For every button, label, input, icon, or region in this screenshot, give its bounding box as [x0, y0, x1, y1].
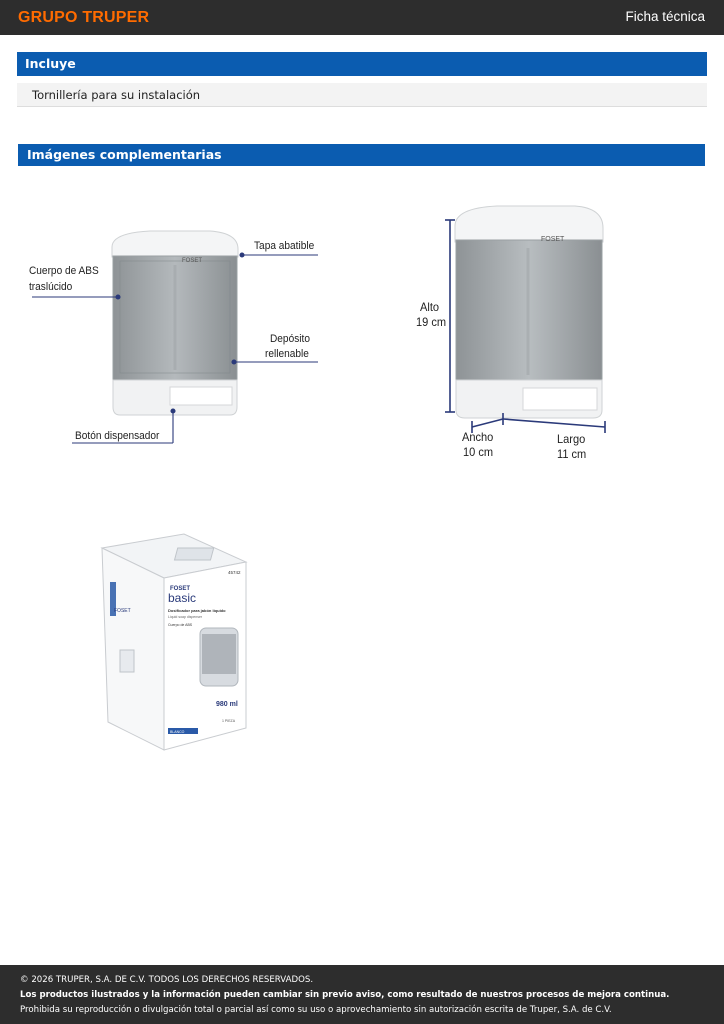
package-brand: FOSET [170, 586, 190, 592]
section-header-includes: Incluye [17, 52, 707, 76]
section-header-images: Imágenes complementarias [18, 144, 705, 166]
annotation-tapa-abatible: Tapa abatible [254, 240, 315, 252]
annotated-dispenser-image: FOSET [32, 230, 318, 444]
dimension-largo-label: Largo [557, 432, 586, 446]
package-color: BLANCO [170, 730, 185, 734]
dimension-ancho-label: Ancho [462, 430, 494, 444]
package-subtitle: Liquid soap dispenser [168, 615, 203, 619]
annotation-deposito: Depósito [270, 333, 310, 345]
dimension-largo-value: 11 cm [557, 447, 587, 461]
footer-prohibition: Prohibida su reproducción o divulgación … [20, 1005, 612, 1015]
annotation-rellenable: rellenable [265, 348, 309, 360]
product-brand-label: FOSET [182, 258, 202, 264]
annotation-boton-dispensador: Botón dispensador [75, 430, 160, 442]
footer-notice: Los productos ilustrados y la informació… [20, 990, 670, 1000]
dimension-alto-label: Alto [420, 300, 440, 314]
package-box-image: FOSET FOSET basic 45742 Dosificador para… [100, 533, 248, 751]
footer-copyright: © 2026 TRUPER, S.A. DE C.V. TODOS LOS DE… [20, 975, 314, 985]
annotation-cuerpo-abs: Cuerpo de ABS [29, 265, 99, 277]
document-type: Ficha técnica [625, 9, 705, 24]
footer: © 2026 TRUPER, S.A. DE C.V. TODOS LOS DE… [0, 965, 724, 1024]
include-item: Tornillería para su instalación [17, 83, 707, 107]
top-bar: GRUPO TRUPER Ficha técnica [0, 0, 724, 35]
annotation-cuerpo-traslucido: traslúcido [29, 281, 73, 293]
package-material: Cuerpo de ABS [168, 623, 193, 627]
package-line: basic [168, 591, 196, 605]
dimensions-dispenser-image: FOSET [445, 205, 606, 433]
dimension-product-brand: FOSET [541, 236, 565, 243]
package-contents: 1 PIEZA [222, 719, 236, 723]
brand-logo: GRUPO TRUPER [18, 9, 150, 26]
package-title: Dosificador para jabón líquido [168, 608, 226, 613]
dimension-alto-value: 19 cm [416, 315, 447, 329]
package-side-brand: FOSET [114, 608, 131, 614]
package-capacity: 980 ml [216, 701, 238, 708]
package-code: 45742 [228, 570, 241, 575]
dimension-ancho-value: 10 cm [463, 445, 494, 459]
